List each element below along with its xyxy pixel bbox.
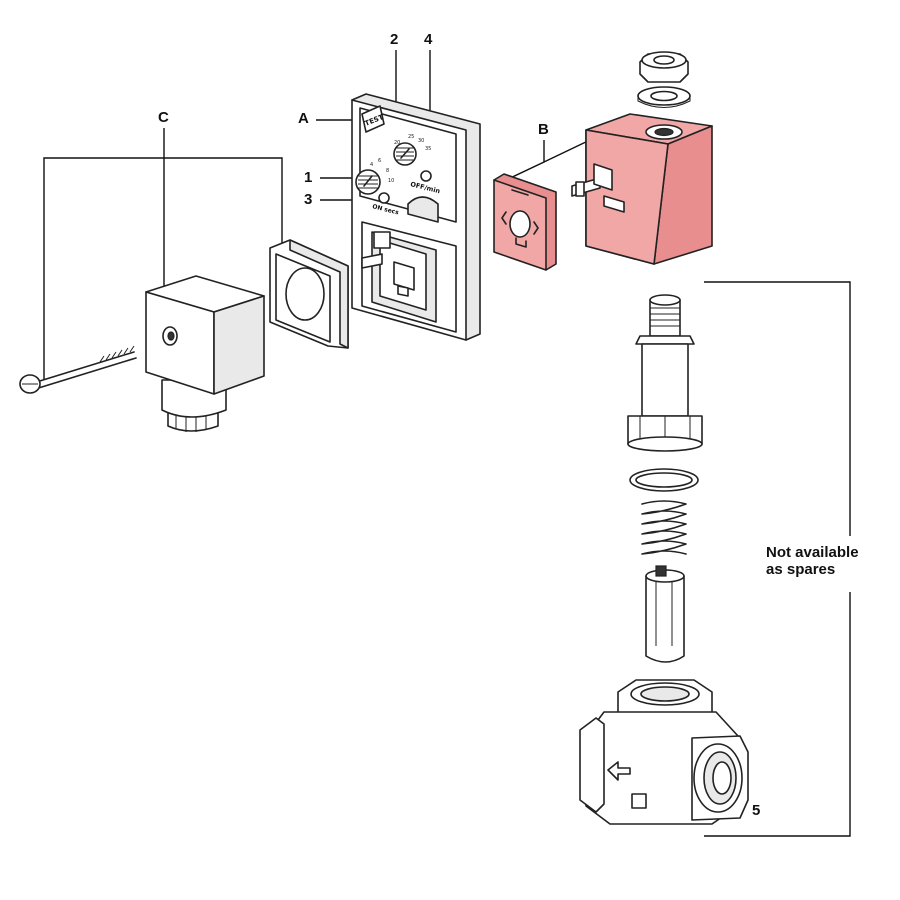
callout-c: C xyxy=(158,109,169,126)
callout-a: A xyxy=(298,110,309,127)
timer-a: TEST 4 6 8 10 25 30 35 20 ON secs OFF/mi… xyxy=(351,93,481,341)
leader-lines xyxy=(43,50,851,837)
svg-text:30: 30 xyxy=(418,138,424,144)
square-gasket xyxy=(269,239,349,349)
connector-gasket-b xyxy=(493,173,557,271)
on-time-knob xyxy=(355,169,381,195)
callout-1: 1 xyxy=(304,169,313,186)
nut-and-washer xyxy=(637,51,691,108)
callout-5: 5 xyxy=(752,802,761,819)
coil-connector-c xyxy=(19,275,265,432)
svg-text:10: 10 xyxy=(388,178,394,184)
on-led-3 xyxy=(378,192,390,204)
callout-b: B xyxy=(538,121,549,138)
callout-2: 2 xyxy=(390,31,399,48)
svg-text:6: 6 xyxy=(378,158,381,164)
svg-text:8: 8 xyxy=(386,168,389,174)
svg-text:25: 25 xyxy=(408,134,414,140)
o-ring xyxy=(629,468,699,492)
svg-text:35: 35 xyxy=(425,146,431,152)
svg-text:4: 4 xyxy=(370,162,373,168)
spring xyxy=(641,500,687,555)
solenoid-coil xyxy=(571,113,713,265)
callout-4: 4 xyxy=(424,31,433,48)
note-line-1: Not available xyxy=(766,544,859,561)
not-available-note: Not available as spares xyxy=(766,544,859,578)
armature-tube xyxy=(627,294,703,452)
callout-3: 3 xyxy=(304,191,313,208)
plunger xyxy=(645,565,685,663)
off-led-4 xyxy=(420,170,432,182)
svg-text:20: 20 xyxy=(394,140,400,146)
off-time-knob xyxy=(393,142,417,166)
note-line-2: as spares xyxy=(766,561,836,578)
valve-body xyxy=(579,679,749,825)
